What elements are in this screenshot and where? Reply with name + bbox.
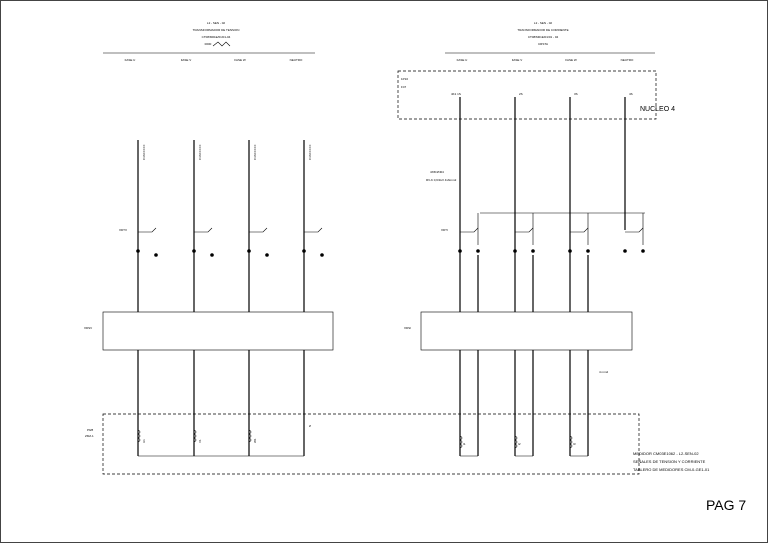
cable-right-sub: RV-K 0,6/1kV 4x6mm2 [426,178,457,182]
coil-left-3: W1 [253,438,257,443]
wire-section-label: 4 mm2 [599,370,609,374]
current-coils [459,435,588,457]
coil-left-4: N [308,425,312,427]
right-header-line3: CT08/M01E/01/01 - 04 [528,35,559,39]
core-terminal-3: 3S [574,92,578,96]
left-header-line2: TRANSFORMADOR DE TENSION [193,28,240,32]
coil-right-2: I2 [518,442,521,446]
cable-left-v: C36XXXXX [198,144,202,160]
phase-right-v: FASE V [512,58,523,62]
coil-left-2: V1 [198,439,202,443]
meter-box [102,413,640,475]
right-header-line1: L2 - SEN - 02 [534,21,553,25]
meter-tag2: ZMA 1 [85,434,94,438]
cable-left-w: C36XXXXX [253,144,257,160]
coil-right-3: I3 [573,442,576,446]
cable-left-n: C36XXXXX [308,144,312,160]
coil-right-1: I1 [463,442,466,446]
coil-left-1: U1 [142,439,146,443]
xdsv-left-label: XDSV [84,326,92,330]
xdsi-right-box [420,311,633,351]
terminal-switches-left [136,227,324,257]
core-tag2: F47 [401,85,407,89]
core-tag1: 1P10 [401,77,408,81]
phase-left-v: FASE V [181,58,192,62]
core-box [397,70,657,120]
cable-right-label: 4X6N/N04 [430,170,444,174]
page-number: PAG 7 [706,497,747,513]
meter-desc-2: SEÑALES DE TENSION Y CORRIENTE [633,459,706,464]
phase-right-w: FASE W [565,58,577,62]
left-header-line4: 0000 [205,42,212,46]
phase-right-n: NEUTRO [621,58,634,62]
meter-desc-3: TABLERO DE MEDIDORES CM-0-GE1-01 [633,467,710,472]
xdsi-right-label: XDSI [404,326,411,330]
transformer-symbol-icon [212,41,231,47]
core-terminal-1: 4K1 1S [451,92,461,96]
right-header-line4: CRSTA [538,42,548,46]
phase-right-u: FASE U [457,58,468,62]
xd-left-label: XDTV [119,228,127,232]
meter-desc-1: MEDIDOR CM03E1062 - L2-SEN-02 [633,451,699,456]
xd-right-label: XDTI [441,228,448,232]
right-header-line2: TRANSFORMADOR DE CORRIENTE [517,28,568,32]
phase-left-u: FASE U [125,58,136,62]
terminal-switches-right [458,213,645,253]
left-header-line1: L2 - SEN - 02 [207,21,226,25]
cable-left-u: C36XXXXX [142,144,146,160]
voltage-coils [137,429,304,457]
core-label: NUCLEO 4 [640,106,675,113]
phase-left-w: FASE W [234,58,246,62]
left-header-line3: CT08/M01E/01/01-04 [202,35,231,39]
xdsv-left-box [102,311,334,351]
core-terminal-2: 2S [519,92,523,96]
core-terminal-4: 4S [629,92,633,96]
meter-tag: P9/8 [87,428,94,432]
phase-left-n: NEUTRO [290,58,303,62]
